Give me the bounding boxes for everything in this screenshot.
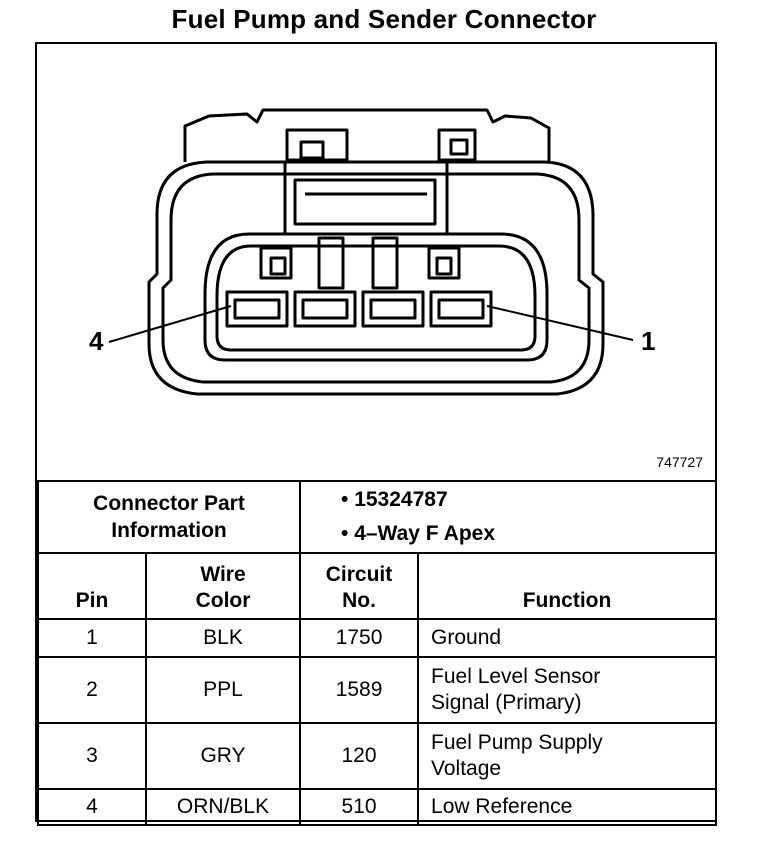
circuit-cell: 120 [299,722,420,790]
header-circuit: Circuit No. [299,552,420,620]
wire-cell: GRY [144,722,302,790]
table-row: 3 GRY 120 Fuel Pump Supply Voltage [37,722,718,790]
pin-cell: 4 [37,788,147,826]
connector-drawing [108,108,634,396]
diagram-frame: 4 1 747727 Connector Part Information 15… [35,42,718,826]
pin-cell: 2 [37,656,147,724]
wire-cell: ORN/BLK [144,788,302,826]
connector-table: Connector Part Information 15324787 4–Wa… [36,480,718,826]
circuit-cell: 1750 [299,618,420,658]
function-cell: Fuel Pump Supply Voltage [417,722,718,790]
diagram-title: Fuel Pump and Sender Connector [171,4,597,34]
pin-1-callout: 1 [641,326,656,356]
circuit-cell: 1589 [299,656,420,724]
circuit-cell: 510 [299,788,420,826]
connector-part-row: Connector Part Information 15324787 4–Wa… [36,480,718,554]
wire-cell: BLK [144,618,302,658]
connector-part-label: Connector Part Information [36,480,302,554]
header-wire-color: Wire Color [144,552,302,620]
header-row: Pin Wire Color Circuit No. Function [37,552,718,620]
pin-cell: 1 [37,618,147,658]
pin-4-callout: 4 [89,326,104,356]
function-cell: Fuel Level Sensor Signal (Primary) [417,656,718,724]
figure-id: 747727 [656,454,703,470]
wire-cell: PPL [144,656,302,724]
connector-part-values: 15324787 4–Way F Apex [299,480,718,554]
function-cell: Ground [417,618,718,658]
header-function: Function [417,552,718,620]
table-row: 2 PPL 1589 Fuel Level Sensor Signal (Pri… [37,656,718,724]
pin-cell: 3 [37,722,147,790]
function-cell: Low Reference [417,788,718,826]
table-row: 1 BLK 1750 Ground [37,618,718,658]
part-type: 4–Way F Apex [341,517,715,551]
part-number: 15324787 [341,483,715,517]
header-pin: Pin [37,552,147,620]
table-row: 4 ORN/BLK 510 Low Reference [37,788,718,826]
